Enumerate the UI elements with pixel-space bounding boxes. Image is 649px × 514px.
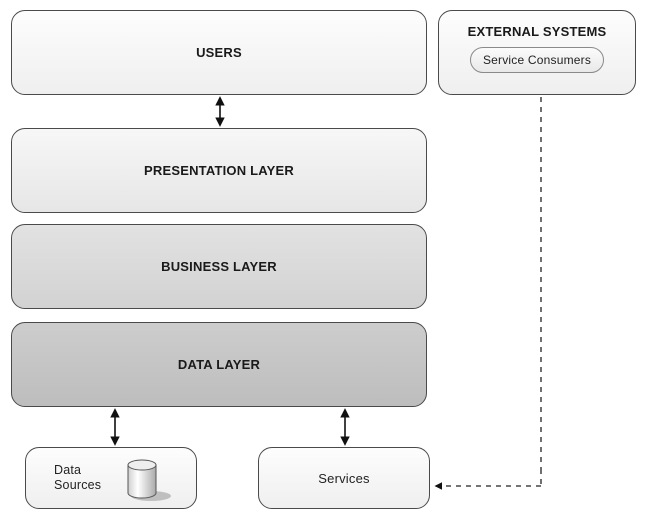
presentation-layer-label: PRESENTATION LAYER: [144, 163, 294, 178]
external-systems-title: EXTERNAL SYSTEMS: [467, 24, 607, 39]
data-layer-box: DATA LAYER: [11, 322, 427, 407]
data-sources-label-line1: Data: [54, 463, 82, 477]
services-label: Services: [318, 470, 370, 486]
services-box: Services: [258, 447, 430, 509]
database-icon: [127, 459, 171, 501]
external-systems-box: EXTERNAL SYSTEMS Service Consumers: [438, 10, 636, 95]
data-sources-label: Data Sources: [54, 463, 114, 493]
data-sources-box: Data Sources: [25, 447, 197, 509]
business-layer-label: BUSINESS LAYER: [161, 259, 277, 274]
users-box: USERS: [11, 10, 427, 95]
users-label: USERS: [196, 45, 242, 60]
data-layer-label: DATA LAYER: [177, 357, 261, 372]
external-to-services-dashed-arrow: [434, 97, 541, 486]
presentation-layer-box: PRESENTATION LAYER: [11, 128, 427, 213]
data-sources-label-line2: Sources: [54, 478, 102, 492]
business-layer-box: BUSINESS LAYER: [11, 224, 427, 309]
service-consumers-pill: Service Consumers: [469, 47, 605, 73]
